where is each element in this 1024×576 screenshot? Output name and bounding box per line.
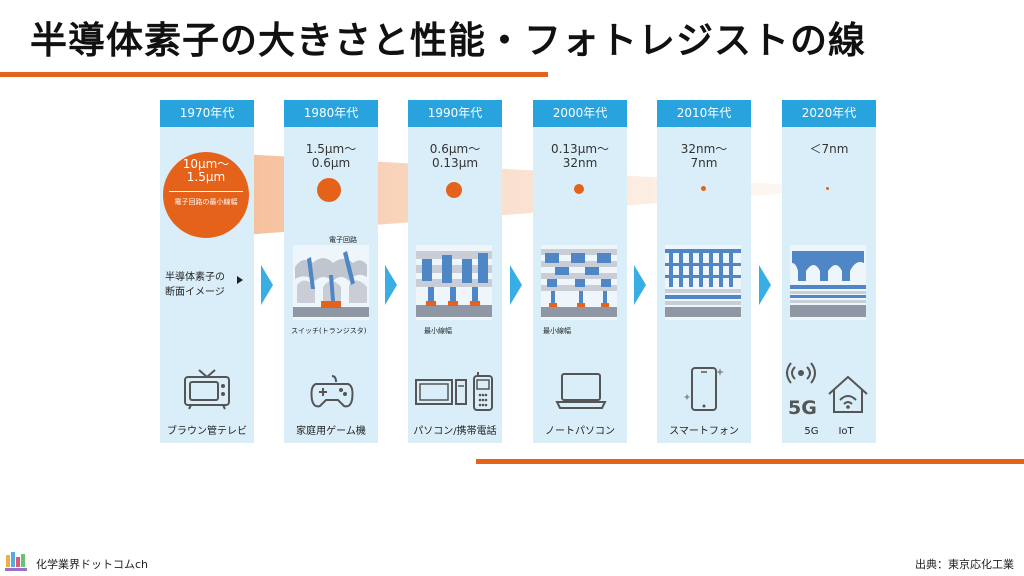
footer-source: 出典：東京応化工業: [915, 558, 1014, 571]
chevron-right-icon: [759, 265, 771, 305]
brand-logo-icon: [5, 552, 27, 571]
feature-size-dot-2010s: [701, 186, 706, 191]
feature-size-range: 1.5μm〜 0.6μm: [305, 142, 357, 170]
feature-size-range: 32nm〜 7nm: [680, 142, 728, 170]
feature-size-range: 0.13μm〜 32nm: [550, 142, 610, 170]
chevron-right-icon: [510, 265, 522, 305]
feature-size-dot-1980s: [317, 178, 341, 202]
feature-size-dot-1990s: [446, 182, 462, 198]
feature-size-range: ＜7nm: [809, 142, 849, 156]
decade-header: 1970年代: [160, 100, 254, 127]
device-label: 家庭用ゲーム機: [296, 426, 366, 437]
min-line-width-caption: 電子回路の最小線幅: [174, 198, 238, 206]
desktop-phone-icon: [415, 372, 493, 411]
min-line-width-annotation: 最小線幅: [543, 327, 571, 335]
footer-brand: 化学業界ドットコムch: [36, 558, 149, 571]
decade-header: 1980年代: [284, 100, 378, 127]
pointer-triangle-icon: [237, 276, 243, 284]
decade-header: 2010年代: [657, 100, 751, 127]
feature-size-dot-2020s: [826, 187, 829, 190]
feature-size-range: 0.6μm〜 0.13μm: [429, 142, 481, 170]
cross-section-1990s: [416, 245, 492, 320]
iot-house-icon: [828, 375, 868, 413]
cross-section-2000s: [541, 245, 617, 320]
switch-annotation: スイッチ(トランジスタ): [291, 327, 367, 335]
decade-header: 2020年代: [782, 100, 876, 127]
feature-size-range: 10μm〜 1.5μm: [182, 157, 230, 184]
device-label: スマートフォン: [669, 426, 739, 437]
cross-section-2020s: [790, 245, 866, 320]
min-line-width-annotation: 最小線幅: [424, 327, 452, 335]
width-indicator-line: [169, 191, 243, 192]
device-label: ノートパソコン: [545, 426, 615, 437]
cross-section-1980s: [293, 245, 369, 320]
5g-icon-text: 5G: [788, 397, 817, 418]
feature-size-dot-1970s: 10μm〜 1.5μm 電子回路の最小線幅: [163, 152, 249, 238]
laptop-icon: [555, 373, 607, 409]
chevron-right-icon: [385, 265, 397, 305]
device-label: ブラウン管テレビ: [167, 426, 247, 437]
chevron-right-icon: [634, 265, 646, 305]
smartphone-icon: [684, 367, 724, 411]
device-label: パソコン/携帯電話: [413, 426, 497, 437]
crt-tv-icon: [184, 369, 230, 410]
decade-header: 1990年代: [408, 100, 502, 127]
device-label-5g-iot: 5G IoT: [804, 426, 854, 437]
cross-section-row-label: 半導体素子の 断面イメージ: [165, 272, 225, 298]
decade-header: 2000年代: [533, 100, 627, 127]
bottom-accent-line: [476, 459, 1024, 464]
5g-antenna-icon: 5G: [786, 362, 817, 418]
feature-size-dot-2000s: [574, 184, 584, 194]
circuit-annotation: 電子回路: [329, 236, 357, 244]
title-underline: [0, 72, 548, 77]
cross-section-2010s: [665, 245, 741, 320]
page-title: 半導体素子の大きさと性能・フォトレジストの線: [30, 19, 866, 62]
chevron-right-icon: [261, 265, 273, 305]
gamepad-icon: [310, 375, 354, 408]
